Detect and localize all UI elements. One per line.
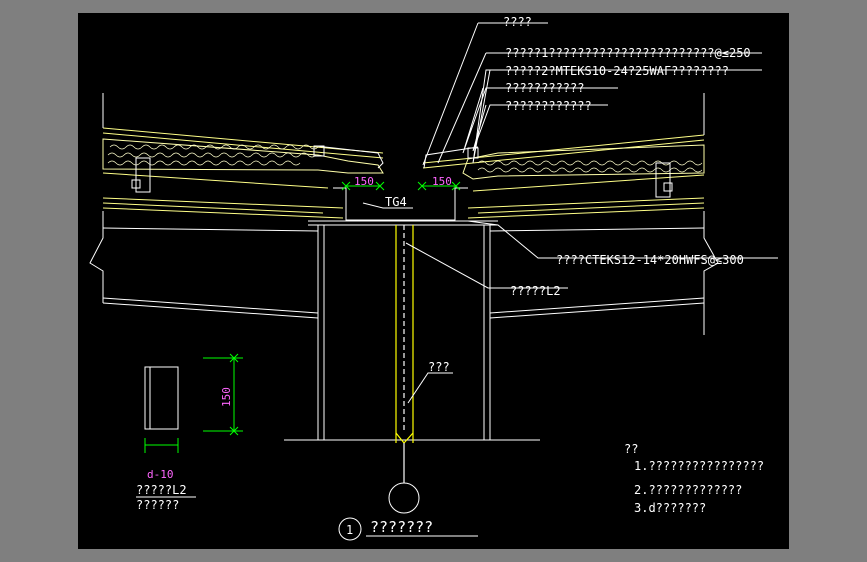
dim-vertical-value: 150 (220, 387, 233, 407)
notes-heading: ?? (624, 442, 638, 456)
label-detail-sub: ?????? (136, 498, 179, 512)
note-item-2: 2.????????????? (634, 483, 742, 497)
label-top-note: ???? (503, 15, 532, 29)
label-callout-4: ???????????? (505, 99, 592, 113)
dim-left-value: 150 (354, 175, 374, 188)
edge-lines (89, 93, 719, 335)
column-web (395, 225, 414, 483)
left-insulation-pattern (107, 144, 319, 166)
note-item-3: 3.d??????? (634, 501, 706, 515)
left-roof-panel (102, 127, 384, 219)
title-number-circle (338, 517, 362, 541)
label-tg4: TG4 (385, 195, 407, 209)
label-right-l2: ?????L2 (510, 284, 561, 298)
title-text: ??????? (370, 518, 433, 536)
leader-lines (362, 22, 778, 404)
plate-detail (144, 366, 179, 430)
gutter-dimensions (341, 181, 461, 191)
label-callout-2: ?????2?MTEKS10-24?25WAF???????? (505, 64, 729, 78)
label-right-screw: ????CTEKS12-14*20HWFS@≤300 (556, 253, 744, 267)
central-column (284, 225, 540, 441)
drawing-sheet: ???? ?????1???????????????????????@≤250 … (78, 13, 789, 549)
label-detail-l2: ?????L2 (136, 483, 187, 497)
grid-axis-bubble (388, 482, 420, 514)
title-number: 1 (346, 523, 353, 537)
ridge-flashings (313, 145, 479, 169)
label-callout-1: ?????1???????????????????????@≤250 (505, 46, 751, 60)
note-item-1: 1.???????????????? (634, 459, 764, 473)
right-insulation-pattern (477, 160, 703, 173)
cad-drawing: ???? ?????1???????????????????????@≤250 … (89, 15, 778, 541)
purlin-brackets (131, 157, 673, 198)
detail-dimension (144, 353, 243, 453)
beam-lines (102, 227, 705, 319)
label-detail-d: d-10 (147, 468, 174, 481)
label-lower-mid: ??? (428, 360, 450, 374)
label-callout-3: ??????????? (505, 81, 584, 95)
dim-right-value: 150 (432, 175, 452, 188)
